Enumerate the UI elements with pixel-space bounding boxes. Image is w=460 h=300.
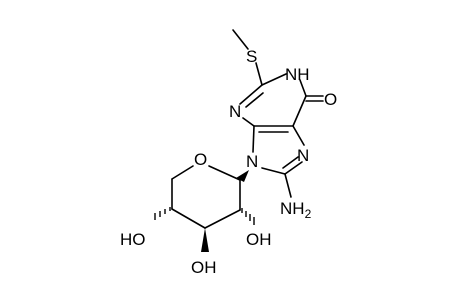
atom-labels: S NH N O N N NH2 O HO OH OH bbox=[120, 47, 337, 277]
bond-c1p-oring bbox=[208, 165, 241, 181]
atom-hydroxyl-bottom: OH bbox=[191, 258, 217, 277]
atom-n1-h: NH bbox=[285, 65, 310, 84]
amino-subscript: 2 bbox=[305, 207, 312, 221]
bond-c8-n9 bbox=[261, 167, 286, 175]
bond-c6-c5 bbox=[292, 95, 307, 127]
bond-c4p-oh-hash bbox=[154, 207, 171, 220]
bond-c2-n1 bbox=[261, 73, 287, 86]
bond-n1-c6 bbox=[299, 79, 307, 97]
bond-c3p-c2p bbox=[204, 209, 241, 229]
bond-c2p-oh-hash bbox=[241, 208, 255, 225]
atom-ring-oxygen: O bbox=[194, 150, 207, 169]
bond-n7-c8-double bbox=[282, 156, 299, 169]
atom-hydroxyl-left: HO bbox=[120, 230, 146, 249]
bond-c4p-c3p bbox=[171, 208, 206, 229]
atom-amino-nh: NH2 bbox=[280, 199, 312, 221]
amino-nh-text: NH bbox=[280, 199, 305, 218]
bond-n3-c2-double bbox=[245, 92, 264, 108]
bond-ch3-s bbox=[232, 29, 249, 50]
atom-carbonyl-oxygen: O bbox=[324, 90, 337, 109]
bond-c4-n3 bbox=[242, 117, 255, 127]
bond-s-c2 bbox=[255, 62, 263, 86]
bond-c8-nh2 bbox=[284, 173, 292, 198]
atom-sulfur: S bbox=[246, 47, 257, 66]
atom-n9: N bbox=[246, 152, 258, 171]
bond-c5-n7 bbox=[292, 125, 305, 146]
bond-n9-c1p-wedge bbox=[236, 170, 249, 182]
bonds bbox=[154, 29, 324, 252]
bond-n7-c8 bbox=[284, 161, 303, 175]
atom-n7: N bbox=[297, 146, 309, 165]
bond-oring-c5p bbox=[171, 165, 194, 180]
atom-hydroxyl-right: OH bbox=[246, 230, 272, 249]
bond-n9-c4 bbox=[252, 125, 255, 153]
bond-n3-c2 bbox=[239, 84, 263, 105]
bond-c3p-oh-wedge bbox=[201, 228, 209, 252]
atom-n3: N bbox=[229, 102, 241, 121]
